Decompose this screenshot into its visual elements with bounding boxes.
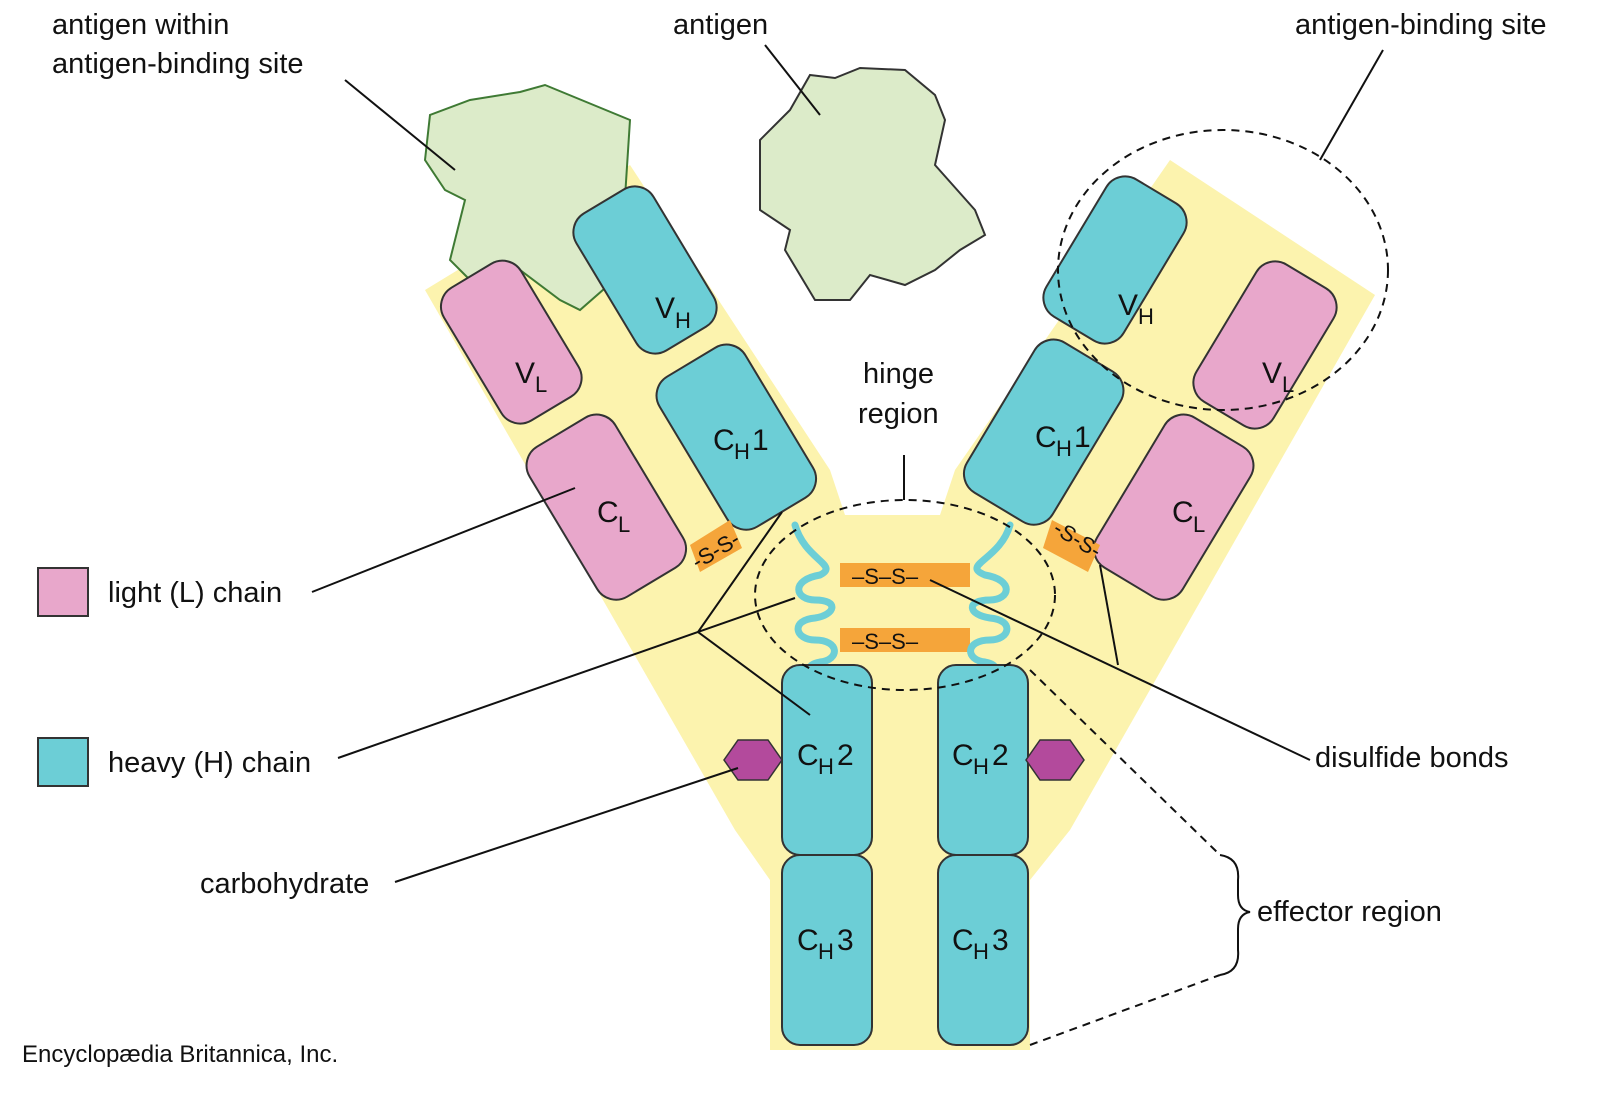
svg-text:C: C: [952, 924, 974, 957]
svg-text:H: H: [734, 439, 750, 464]
right-carbohydrate-hexagon: [1025, 739, 1085, 781]
binding-site-leader: [1319, 49, 1384, 161]
svg-text:H: H: [973, 754, 989, 779]
svg-text:H: H: [675, 308, 691, 333]
svg-text:V: V: [655, 292, 675, 325]
svg-text:C: C: [1172, 496, 1194, 529]
light-chain-swatch: [37, 567, 89, 617]
heavy-chain-swatch: [37, 737, 89, 787]
disulfide-leader-hinge: [929, 579, 1311, 761]
right-vh-domain: [1042, 175, 1188, 345]
hinge-ss-top-text: –S–S–: [852, 564, 919, 589]
antigen-binding-site-outline: [1057, 129, 1389, 411]
svg-text:L: L: [535, 372, 547, 397]
svg-text:V: V: [1262, 357, 1282, 390]
effector-region-label: effector region: [1257, 896, 1442, 928]
svg-text:C: C: [597, 496, 619, 529]
svg-text:V: V: [1118, 289, 1138, 322]
hinge-ss-bottom-text: –S–S–: [852, 629, 919, 654]
left-arm-disulfide: [690, 520, 742, 572]
svg-text:V: V: [515, 357, 535, 390]
svg-text:1: 1: [752, 424, 769, 457]
antigen-binding-site-label: antigen-binding site: [1295, 9, 1547, 41]
hinge-region-outline: [754, 499, 1056, 691]
svg-text:L: L: [618, 512, 630, 537]
svg-text:H: H: [818, 939, 834, 964]
hinge-disulfide-top: [840, 563, 970, 587]
disulfide-leader-arm: [1099, 564, 1119, 666]
hinge-label-line1: hinge: [863, 358, 934, 390]
svg-text:C: C: [713, 424, 735, 457]
carbohydrate-label: carbohydrate: [200, 868, 369, 900]
antigen-within-leader: [344, 79, 456, 171]
right-cl-domain: [1092, 413, 1255, 601]
svg-text:L: L: [1282, 372, 1294, 397]
effector-brace: [1219, 854, 1251, 976]
left-ch3-domain: [781, 854, 873, 1046]
svg-text:L: L: [1193, 512, 1205, 537]
right-hinge-coil: [967, 521, 1014, 672]
effector-dash-bottom: [1029, 974, 1221, 1046]
left-hinge-coil: [791, 521, 838, 672]
heavy-chain-branch-leader: [696, 511, 811, 716]
effector-dash-top: [1029, 669, 1221, 856]
svg-text:3: 3: [837, 924, 854, 957]
right-vl-domain: [1192, 260, 1338, 430]
svg-text:3: 3: [992, 924, 1009, 957]
svg-text:H: H: [1056, 436, 1072, 461]
antigen-within-label-line2: antigen-binding site: [52, 48, 304, 80]
left-vl-domain: [439, 259, 583, 425]
svg-text:C: C: [1035, 421, 1057, 454]
svg-text:1: 1: [1074, 421, 1091, 454]
hinge-disulfide-bottom: [840, 628, 970, 652]
svg-text:2: 2: [992, 739, 1009, 772]
left-cl-domain: [525, 413, 688, 601]
svg-text:C: C: [952, 739, 974, 772]
svg-text:H: H: [818, 754, 834, 779]
light-chain-leader: [311, 487, 576, 593]
hinge-label-line2: region: [858, 398, 939, 430]
svg-text:2: 2: [837, 739, 854, 772]
antigen-label: antigen: [673, 9, 768, 41]
carbohydrate-leader: [394, 767, 739, 883]
right-ch3-domain: [937, 854, 1029, 1046]
light-chain-label: light (L) chain: [108, 577, 282, 609]
left-vh-domain: [572, 185, 718, 355]
right-arm-disulfide: [1043, 520, 1100, 572]
svg-text:C: C: [797, 739, 819, 772]
antigen-within-label-line1: antigen within: [52, 9, 229, 41]
svg-text:H: H: [973, 939, 989, 964]
credit-text: Encyclopædia Britannica, Inc.: [22, 1041, 338, 1068]
svg-text:C: C: [797, 924, 819, 957]
antigen-leader: [764, 44, 821, 116]
left-carbohydrate-hexagon: [723, 739, 783, 781]
heavy-chain-label: heavy (H) chain: [108, 747, 311, 779]
svg-text:H: H: [1138, 304, 1154, 329]
heavy-chain-leader: [337, 597, 796, 759]
disulfide-bonds-label: disulfide bonds: [1315, 742, 1508, 774]
right-ch1-domain: [962, 338, 1125, 526]
free-antigen: [759, 66, 987, 301]
